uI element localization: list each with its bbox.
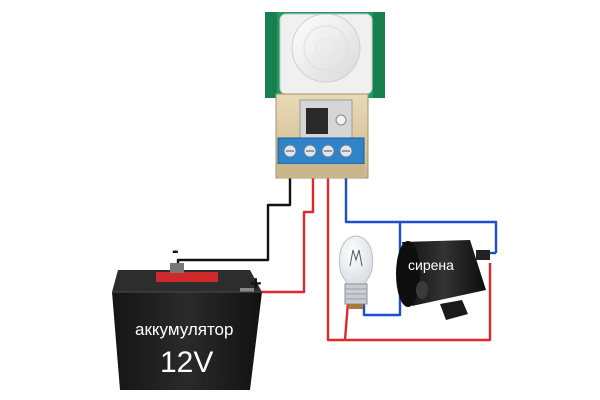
- black-wire: [176, 178, 292, 270]
- battery-icon: [112, 263, 262, 390]
- battery-minus-label: -: [172, 240, 179, 262]
- battery-voltage: 12V: [160, 346, 213, 379]
- pir-sensor-icon: [265, 12, 385, 179]
- battery-plus-label: +: [250, 273, 262, 295]
- battery-label: аккумулятор: [135, 320, 233, 339]
- siren-label: сирена: [408, 257, 454, 273]
- siren-icon: [396, 240, 490, 320]
- red-wire-load: [326, 178, 492, 342]
- light-bulb-icon: [338, 235, 374, 309]
- battery-minus-terminal: [170, 263, 184, 273]
